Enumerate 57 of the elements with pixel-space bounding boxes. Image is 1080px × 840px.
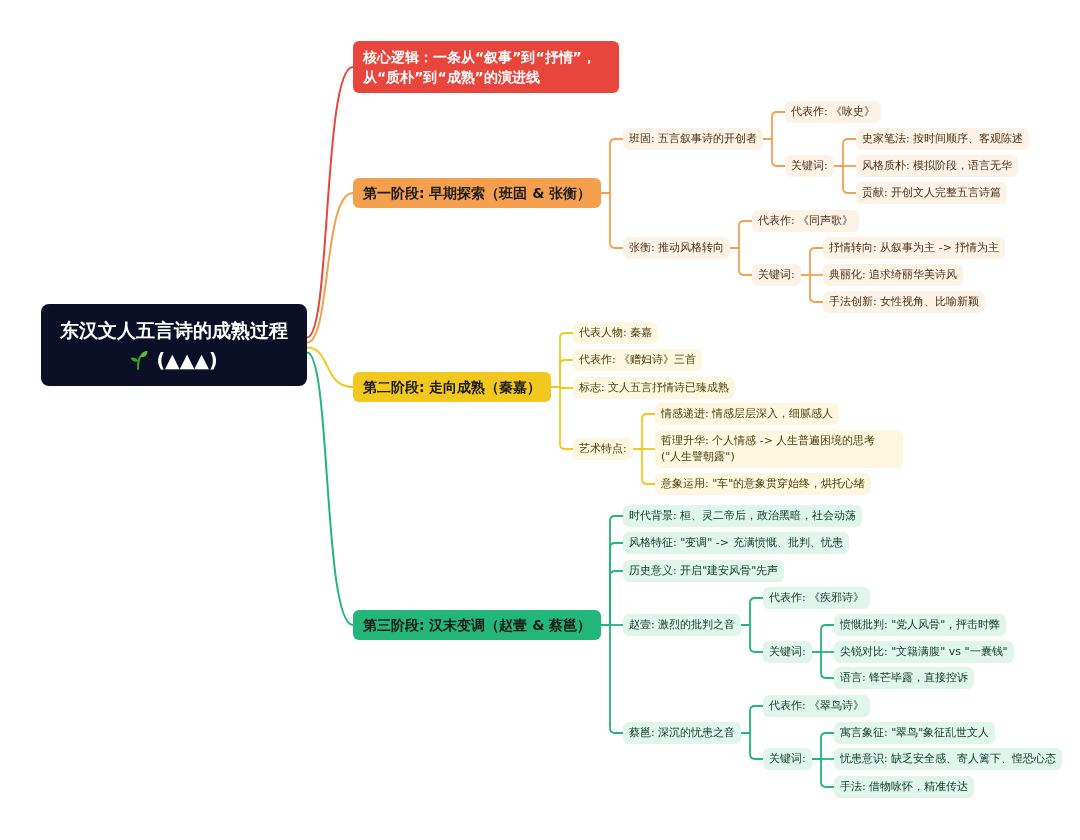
detail-topic: 风格质朴: 模拟阶段，语言无华: [856, 155, 1019, 177]
detail-topic: 史家笔法: 按时间顺序、客观陈述: [856, 128, 1030, 150]
subtopic: 艺术特点:: [573, 438, 633, 460]
subtopic: 代表人物: 秦嘉: [573, 322, 659, 344]
branch-line: [306, 192, 354, 344]
connector-line: [811, 651, 835, 679]
subtopic: 代表作: 《赠妇诗》三首: [573, 349, 703, 371]
subtopic: 赵壹: 激烈的批判之音: [623, 614, 742, 636]
connector-line: [833, 165, 857, 194]
detail-topic: 代表作: 《咏史》: [785, 101, 882, 123]
connector-line: [600, 624, 624, 734]
detail-topic: 意象运用: "车"的意象贯穿始终，烘托心绪: [655, 473, 872, 495]
detail-topic: 语言: 锋芒毕露，直接控诉: [834, 667, 975, 689]
main-topic: 核心逻辑：一条从“叙事”到“抒情”，从“质朴”到“成熟”的演进线: [353, 41, 619, 93]
connector-line: [600, 192, 624, 249]
detail-topic: 忧患意识: 缺乏安全感、寄人篱下、惶恐心态: [834, 748, 1063, 770]
main-topic: 第一阶段: 早期探索（班固 & 张衡）: [353, 178, 602, 208]
subtopic: 蔡邕: 深沉的忧患之音: [623, 722, 742, 744]
connector-line: [740, 732, 764, 760]
connector-line: [811, 758, 835, 788]
subtopic: 班固: 五言叙事诗的开创者: [623, 128, 764, 150]
detail-topic: 哲理升华: 个人情感 -> 人生普遍困境的思考 ("人生譬朝露"): [655, 430, 903, 468]
detail-topic: 贡献: 开创文人完整五言诗篇: [856, 182, 1008, 204]
subtopic: 风格特征: "变调" -> 充满愤慨、批判、忧患: [623, 532, 849, 554]
connector-line: [632, 448, 656, 485]
main-topic: 第二阶段: 走向成熟（秦嘉）: [353, 372, 552, 402]
branch-line: [306, 346, 354, 388]
connector-line: [800, 274, 824, 303]
detail-topic: 代表作: 《同声歌》: [752, 210, 860, 232]
subtopic: 历史意义: 开启"建安风骨"先声: [623, 560, 785, 582]
branch-line: [306, 351, 354, 626]
detail-topic: 尖锐对比: "文籍满腹" vs "一囊钱": [834, 641, 1014, 663]
connector-line: [729, 247, 753, 276]
main-topic: 第三阶段: 汉末变调（赵壹 & 蔡邕）: [353, 610, 602, 640]
subtopic: 标志: 文人五言抒情诗已臻成熟: [573, 377, 736, 399]
connector-line: [550, 386, 574, 450]
detail-topic: 情感递进: 情感层层深入，细腻感人: [655, 403, 840, 425]
rating-text: (▲▲▲): [156, 348, 218, 373]
subtopic: 时代背景: 桓、灵二帝后，政治黑暗，社会动荡: [623, 505, 863, 527]
detail-topic: 手法创新: 女性视角、比喻新颖: [823, 291, 986, 313]
connector-line: [762, 138, 786, 167]
central-topic: [41, 304, 307, 386]
detail-topic: 代表作: 《翠鸟诗》: [763, 695, 871, 717]
detail-topic: 抒情转向: 从叙事为主 -> 抒情为主: [823, 237, 1006, 259]
detail-topic: 关键词:: [785, 155, 834, 177]
detail-topic: 典丽化: 追求绮丽华美诗风: [823, 264, 964, 286]
detail-topic: 关键词:: [752, 264, 801, 286]
detail-topic: 关键词:: [763, 641, 812, 663]
detail-topic: 寓言象征: "翠鸟"象征乱世文人: [834, 722, 996, 744]
subtopic: 张衡: 推动风格转向: [623, 237, 731, 259]
detail-topic: 关键词:: [763, 748, 812, 770]
branch-line: [306, 66, 354, 339]
detail-topic: 愤慨批判: "党人风骨"，抨击时弊: [834, 614, 1007, 636]
detail-topic: 手法: 借物咏怀，精准传达: [834, 776, 975, 798]
central-topic-title: 东汉文人五言诗的成熟过程: [60, 318, 288, 343]
detail-topic: 代表作: 《疾邪诗》: [763, 587, 871, 609]
connector-line: [740, 624, 764, 653]
